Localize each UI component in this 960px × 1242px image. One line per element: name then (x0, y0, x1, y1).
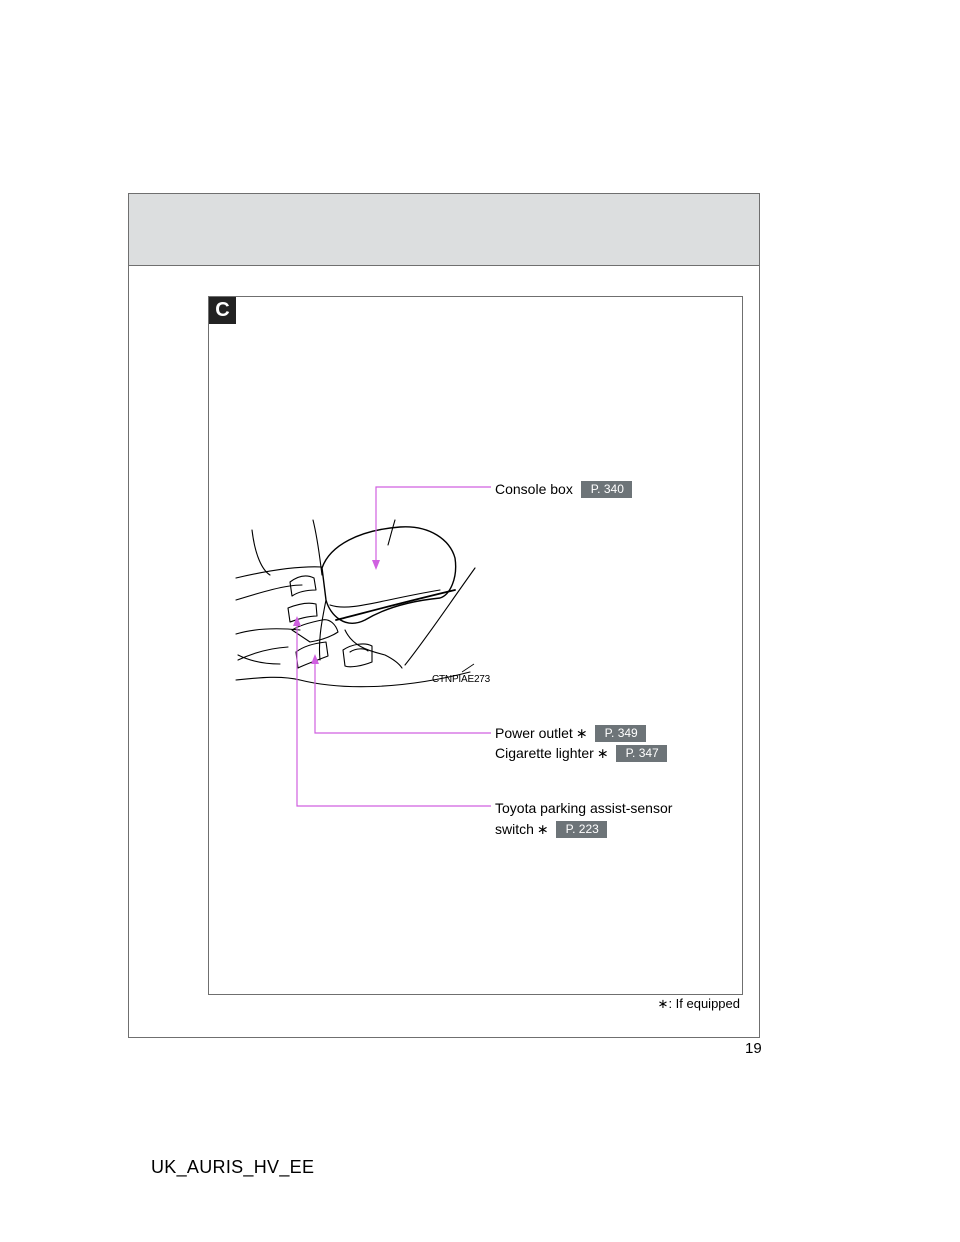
callout-label: Toyota parking assist-sensor (495, 800, 673, 816)
callout-console-box: Console box P. 340 (495, 480, 632, 498)
callout-label: Cigarette lighter (495, 745, 594, 761)
callout-power-outlet: Power outlet∗ P. 349 (495, 724, 646, 742)
footnote: ∗: If equipped (658, 996, 740, 1012)
section-tag: C (209, 297, 236, 324)
leader-power-outlet (314, 658, 491, 734)
page-ref-link[interactable]: P. 340 (580, 481, 632, 498)
document-code: UK_AURIS_HV_EE (151, 1157, 315, 1177)
callout-label: switch (495, 821, 534, 837)
console-box-lid (321, 526, 457, 624)
page-ref-link[interactable]: P. 349 (594, 725, 646, 742)
footnote-star: ∗ (657, 996, 669, 1011)
leader-parking-sensor (296, 620, 491, 807)
seat-edge-left (251, 529, 271, 576)
footnote-text: : If equipped (668, 996, 740, 1011)
callout-label: Power outlet (495, 725, 573, 741)
illustration-ref-code: CTNPIAE273 (432, 674, 491, 685)
if-equipped-star: ∗ (596, 745, 609, 761)
callout-parking-sensor: Toyota parking assist-sensor (495, 799, 672, 817)
illustration-panel (208, 296, 743, 995)
callout-label: Console box (495, 481, 573, 497)
callout-cigarette-lighter: Cigarette lighter∗ P. 347 (495, 744, 667, 762)
page-number: 19 (745, 1040, 762, 1057)
page-frame (128, 193, 760, 1038)
header-band (129, 194, 759, 266)
parking-sensor-switch (287, 602, 318, 623)
if-equipped-star: ∗ (536, 821, 549, 837)
page-ref-link[interactable]: P. 347 (615, 745, 667, 762)
power-outlet-socket (295, 641, 329, 669)
page-ref-link[interactable]: P. 223 (555, 821, 607, 838)
callout-parking-sensor-line2: switch∗ P. 223 (495, 820, 607, 838)
if-equipped-star: ∗ (575, 725, 588, 741)
leader-console-box (375, 486, 491, 567)
